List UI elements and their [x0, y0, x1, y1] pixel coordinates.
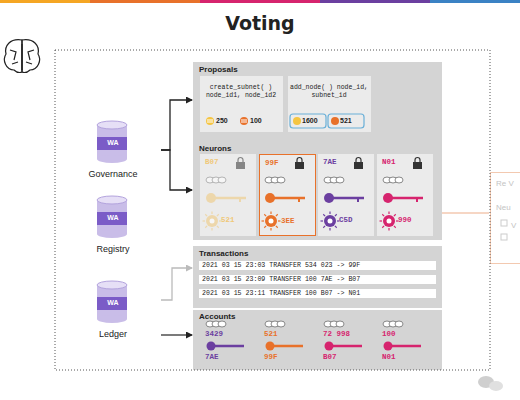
node-text: 7AE	[205, 353, 245, 361]
connector	[161, 150, 192, 190]
node-text: 3429	[205, 330, 253, 338]
node-text: V	[511, 221, 520, 230]
node-text: 2021 03 15 23:09 TRANSFER 100 7AE -> B07	[199, 275, 436, 284]
panel-heading: Proposals	[199, 65, 299, 74]
accounts-panel: Accounts 3429 7AE 521 99F 72 998B07 100N01	[193, 310, 442, 370]
panel-heading: Accounts	[199, 312, 299, 321]
node-text: WA	[98, 299, 128, 306]
node-text: 521	[221, 216, 253, 224]
connector	[161, 100, 192, 150]
voting-panel: Re V NeuV	[490, 172, 520, 264]
node-text: Governance	[68, 169, 158, 179]
neurons-panel: NeuronsB07 521 99F 3EE 7AE C5D N01 990	[193, 142, 442, 240]
node-text: 72 998	[323, 330, 371, 338]
node-text: create_subnet( ) node_id1, node_id2	[202, 84, 280, 100]
node-text: 2021 03 15 23:03 TRANSFER 534 023 -> 99F	[199, 261, 436, 270]
node-text: 1600	[302, 117, 326, 124]
node-text: N01	[382, 158, 408, 166]
proposal-card: add_node( ) node_id, subnet_id 1600 521	[288, 76, 371, 132]
node-text: 100	[250, 117, 276, 124]
panel-heading: Transactions	[199, 249, 299, 258]
proposals-panel: Proposals create_subnet( ) node_id1, node…	[193, 62, 442, 142]
node-text: C5D	[339, 216, 371, 224]
node-text: Neu	[496, 203, 520, 212]
transactions-panel: Transactions 2021 03 15 23:03 TRANSFER 53…	[193, 246, 442, 308]
node-text: 250	[216, 117, 242, 124]
node-text: Ledger	[68, 329, 158, 339]
connector	[161, 268, 192, 300]
node-text: 990	[398, 216, 430, 224]
node-text: B07	[205, 158, 231, 166]
node-text: 100	[382, 330, 430, 338]
node-text: 99F	[264, 353, 304, 361]
node-text: WA	[98, 139, 128, 146]
node-text: Re V	[496, 179, 516, 188]
node-text: Registry	[68, 244, 158, 254]
node-text: WA	[98, 214, 128, 221]
node-text: add_node( ) node_id, subnet_id	[290, 84, 368, 100]
node-text: 99F	[265, 159, 291, 167]
connector	[161, 334, 192, 335]
node-text: N01	[382, 353, 422, 361]
node-text: 2021 03 15 23:11 TRANSFER 100 B07 -> N01	[199, 289, 436, 298]
title: Voting	[0, 12, 520, 34]
connector	[442, 212, 489, 213]
panel-heading: Neurons	[199, 144, 299, 153]
node-text: 3EE	[281, 217, 313, 225]
node-text: 521	[340, 117, 364, 124]
node-text: B07	[323, 353, 363, 361]
node-text: 7AE	[323, 158, 349, 166]
node-text: 521	[264, 330, 312, 338]
